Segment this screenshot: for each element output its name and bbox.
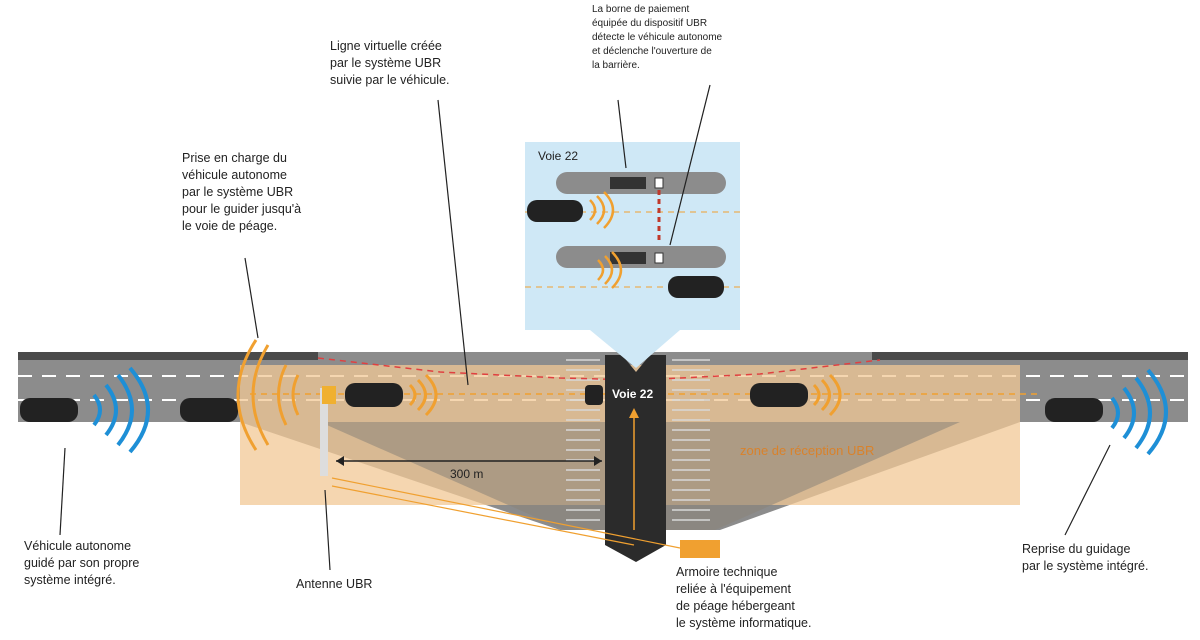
car: [750, 383, 808, 407]
antenna-label: Antenne UBR: [296, 577, 372, 591]
payment-terminal: [610, 177, 646, 189]
car: [668, 276, 724, 298]
car: [345, 383, 403, 407]
technical-cabinet: [680, 540, 720, 558]
ubr-wave-icon: [589, 191, 615, 229]
car: [180, 398, 238, 422]
crosswalk-left: [566, 359, 600, 521]
ubr-wave-icon: [812, 373, 842, 417]
ubr-wave-icon: [597, 251, 623, 289]
ubr-antenna-head: [322, 386, 336, 404]
integrated-system-wave-icon: [92, 366, 150, 454]
car: [527, 200, 583, 222]
ubr-antenna: [320, 388, 328, 476]
integrated-system-wave-icon: [1110, 368, 1168, 456]
lane-label: Voie 22: [612, 387, 653, 401]
payment-terminal: [610, 252, 646, 264]
virtual-guidance-line: [317, 357, 881, 381]
callout-lines: [59, 84, 1111, 571]
car: [1045, 398, 1103, 422]
car: [20, 398, 78, 422]
car: [585, 385, 603, 405]
cabinet-link: [331, 477, 681, 549]
ubr-wave-icon: [236, 339, 300, 451]
road-edge-left: [18, 352, 318, 360]
road-edge-right: [872, 352, 1188, 360]
zone-label: zone de réception UBR: [740, 443, 874, 458]
distance-label: 300 m: [450, 467, 483, 481]
booth-arrow-head: [629, 408, 639, 418]
inset-lane-label: Voie 22: [538, 149, 578, 163]
cabinet-link: [331, 485, 635, 546]
crosswalk-right: [672, 359, 710, 521]
toll-booth: [605, 355, 666, 562]
ubr-wave-icon: [408, 373, 438, 417]
inset-toll-lane-detail: Voie 22: [525, 142, 740, 368]
